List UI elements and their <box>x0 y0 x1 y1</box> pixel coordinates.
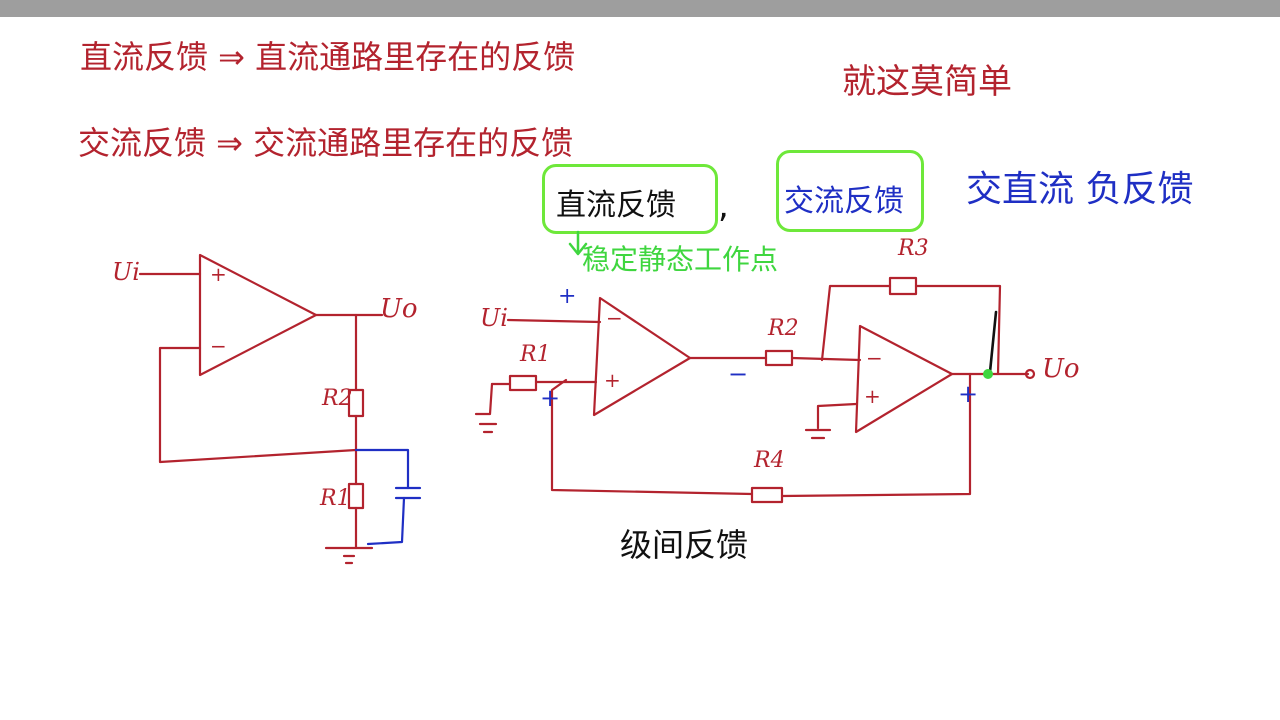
c2-polarity-r1: + <box>540 384 561 412</box>
c2-resistor-r4 <box>750 486 784 504</box>
c1-cap-bottom-wire <box>366 496 406 546</box>
c2-polarity-mid: − <box>728 360 749 388</box>
c2-r3-label: R3 <box>898 236 929 261</box>
c2-polarity-input: + <box>558 284 577 309</box>
dc-feedback-definition: 直流反馈 ⇒ 直流通路里存在的反馈 <box>80 38 576 76</box>
c2-right-ground-icon <box>804 428 832 440</box>
c2-output-label: Uo <box>1042 354 1080 384</box>
c2-resistor-r3 <box>888 276 918 296</box>
c2-resistor-r1 <box>508 374 538 392</box>
c2-left-ground-icon <box>478 422 498 434</box>
stabilize-q-point-note: 稳定静态工作点 <box>582 243 779 276</box>
opamp-2a-triangle <box>592 296 692 417</box>
c1-output-label: Uo <box>380 294 418 324</box>
c1-capacitor <box>394 486 422 500</box>
comma-mark: , <box>718 186 729 226</box>
c2-r1-wires <box>490 380 598 386</box>
c2-r2-label: R2 <box>768 316 799 341</box>
c1-r1-label: R1 <box>320 486 351 511</box>
c1-input-label: Ui <box>112 258 140 286</box>
ac-feedback-label: 交流反馈 <box>784 184 904 219</box>
c2-r3-left-wire <box>820 284 892 362</box>
c2-polarity-output: + <box>958 380 979 408</box>
c2-feedback-mark <box>988 310 998 374</box>
c1-plus-label: + <box>210 262 227 286</box>
ac-feedback-definition: 交流反馈 ⇒ 交流通路里存在的反馈 <box>78 124 574 162</box>
c2-opamp1-minus: − <box>606 306 623 330</box>
c1-feedback-wire <box>158 346 358 464</box>
c2-opamp1-plus: + <box>604 368 621 392</box>
c1-resistor-r1 <box>347 482 365 510</box>
ac-dc-negative-feedback-note: 交直流 负反馈 <box>966 169 1194 210</box>
c1-cap-top-wire <box>354 448 410 490</box>
ac-feedback-highlight-box <box>776 150 924 232</box>
c1-r2-label: R2 <box>322 386 353 411</box>
c2-resistor-r2 <box>764 349 794 367</box>
c2-r1-label: R1 <box>520 342 551 367</box>
c2-r4-label: R4 <box>754 448 785 473</box>
opamp-2b-triangle <box>854 324 954 434</box>
c2-r4-left-wire <box>550 378 754 496</box>
opamp-1-triangle <box>198 253 318 377</box>
c2-left-ground-wire <box>474 382 494 416</box>
interstage-feedback-caption: 级间反馈 <box>620 526 749 564</box>
c1-ground-icon <box>342 554 356 565</box>
dc-feedback-label: 直流反馈 <box>556 188 676 223</box>
c2-output-terminal <box>1024 368 1036 380</box>
c1-minus-label: − <box>210 334 227 358</box>
green-arrow-head <box>568 242 588 256</box>
c2-r4-right-wire <box>780 372 972 498</box>
c2-r3-right-wire <box>914 284 1002 376</box>
c2-input-wire <box>506 318 602 324</box>
c2-input-label: Ui <box>480 304 508 332</box>
c2-mid-wire-b <box>790 356 862 362</box>
window-top-bar <box>0 0 1280 17</box>
c2-output-node <box>983 369 993 379</box>
c2-opamp2-minus: − <box>866 346 883 370</box>
dc-feedback-highlight-box <box>542 164 718 234</box>
c2-right-ground-wire <box>816 402 858 430</box>
side-remark: 就这莫简单 <box>842 62 1012 102</box>
c2-opamp2-plus: + <box>864 384 881 408</box>
